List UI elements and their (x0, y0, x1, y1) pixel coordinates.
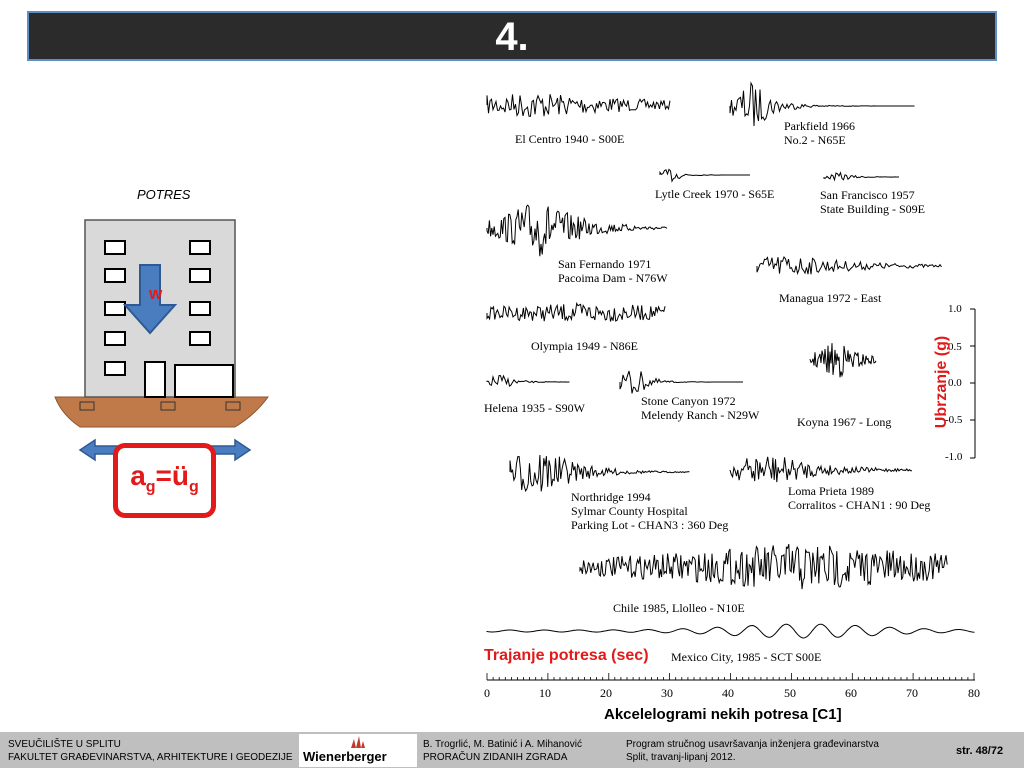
record-label-line: Pacoima Dam - N76W (558, 271, 668, 285)
x-tick: 20 (600, 686, 612, 700)
trace-olympia (486, 301, 666, 322)
trace-lytle-creek (659, 168, 750, 183)
title-bar: 4. (27, 11, 997, 61)
ground-shape (54, 396, 269, 428)
slide-title: 4. (495, 15, 529, 59)
ground-acceleration-formula: ag=üg (130, 460, 199, 496)
record-label-line: Lytle Creek 1970 - S65E (655, 187, 775, 201)
trace-helena (486, 374, 570, 387)
x-tick: 70 (906, 686, 918, 700)
record-label-koyna: Koyna 1967 - Long (797, 415, 891, 429)
trace-koyna (809, 343, 877, 378)
record-label-line: Melendy Ranch - N29W (641, 408, 760, 422)
x-tick: 40 (722, 686, 734, 700)
x-tick: 50 (784, 686, 796, 700)
weight-label: w (149, 284, 163, 303)
building-garage (174, 364, 234, 398)
trace-chile (579, 544, 948, 590)
weight-arrow-icon (122, 264, 178, 335)
record-label-chile: Chile 1985, Llolleo - N10E (613, 601, 745, 615)
record-label-line: Mexico City, 1985 - SCT S00E (671, 650, 822, 664)
logo-mark-icon (351, 736, 365, 748)
record-label-line: Olympia 1949 - N86E (531, 339, 638, 353)
record-label-line: State Building - S09E (820, 202, 925, 216)
record-label-line: San Francisco 1957 (820, 188, 915, 202)
x-tick: 0 (484, 686, 490, 700)
trace-san-fernando (486, 204, 668, 257)
x-tick: 30 (661, 686, 673, 700)
footer-university: SVEUČILIŠTE U SPLITU FAKULTET GRAĐEVINAR… (8, 739, 293, 763)
record-label-line: Helena 1935 - S90W (484, 401, 585, 415)
trace-san-francisco (823, 171, 899, 182)
record-label-line: Sylmar County Hospital (571, 504, 688, 518)
footer-program: Program stručnog usavršavanja inženjera … (626, 739, 879, 763)
record-label-lytle-creek: Lytle Creek 1970 - S65E (655, 187, 774, 201)
record-label-line: No.2 - N65E (784, 133, 846, 147)
record-label-line: Corralitos - CHAN1 : 90 Deg (788, 498, 931, 512)
trace-stone-canyon (619, 370, 743, 394)
y-axis-label: Ubrzanje (g) (933, 335, 950, 429)
record-label-line: Chile 1985, Llolleo - N10E (613, 601, 745, 615)
y-tick: 1.0 (948, 303, 962, 315)
record-label-olympia: Olympia 1949 - N86E (531, 339, 638, 353)
record-label-line: Koyna 1967 - Long (797, 415, 892, 429)
y-tick: -1.0 (945, 451, 963, 463)
x-tick: 60 (845, 686, 857, 700)
record-label-line: El Centro 1940 - S00E (515, 132, 625, 146)
page-number: str. 48/72 (956, 745, 1004, 757)
wienerberger-logo: Wienerberger (299, 734, 417, 767)
building-windows (104, 240, 211, 376)
y-tick: 0.5 (948, 341, 962, 353)
trace-loma-prieta (729, 456, 912, 483)
trace-managua (756, 255, 942, 276)
y-tick: 0.0 (948, 377, 962, 389)
record-label-line: Parkfield 1966 (784, 119, 855, 133)
x-tick: 10 (539, 686, 551, 700)
trace-northridge (509, 454, 690, 493)
footer-authors: B. Trogrlić, M. Batinić i A. Mihanović P… (423, 739, 582, 763)
potres-label: POTRES (137, 187, 191, 202)
building-door (144, 361, 166, 398)
x-tick: 80 (968, 686, 980, 700)
record-label-line: Parking Lot - CHAN3 : 360 Deg (571, 518, 729, 532)
building-illustration (54, 219, 269, 462)
trace-el-centro (486, 94, 671, 117)
trace-parkfield (729, 81, 915, 127)
record-label-line: San Fernando 1971 (558, 257, 652, 271)
record-label-mexico-city: Mexico City, 1985 - SCT S00E (671, 650, 821, 664)
record-label-line: Managua 1972 - East (779, 291, 882, 305)
record-label-line: Stone Canyon 1972 (641, 394, 736, 408)
record-label-helena: Helena 1935 - S90W (484, 401, 585, 415)
ground-acceleration-box: ag=üg (113, 443, 216, 518)
accelerogram-traces (486, 81, 976, 681)
trace-mexico-city (486, 623, 975, 639)
record-label-managua: Managua 1972 - East (779, 291, 881, 305)
figure-caption: Akcelelogrami nekih potresa [C1] (604, 706, 842, 723)
record-label-line: Loma Prieta 1989 (788, 484, 874, 498)
record-label-line: Northridge 1994 (571, 490, 651, 504)
record-label-el-centro: El Centro 1940 - S00E (515, 132, 624, 146)
building-foundations (79, 401, 241, 411)
x-axis-label: Trajanje potresa (sec) (484, 647, 649, 664)
footer (0, 732, 1024, 768)
y-tick: -0.5 (945, 414, 963, 426)
